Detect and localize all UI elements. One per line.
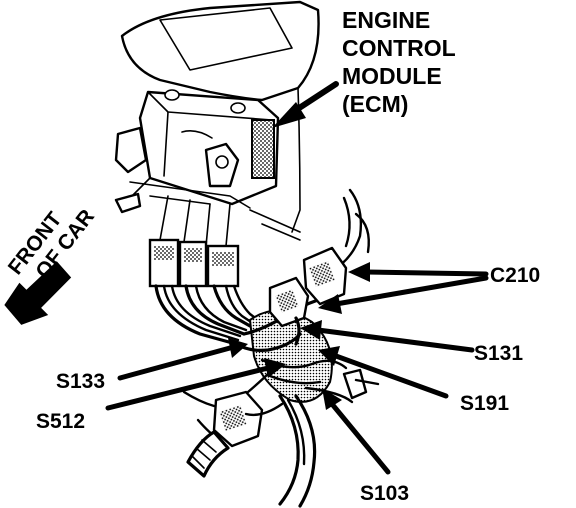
screw-icon <box>164 89 180 101</box>
s512-label: S512 <box>36 410 85 433</box>
ecm-label-line-2: CONTROL <box>342 35 456 61</box>
ecm-module <box>114 89 280 214</box>
ecm-label-line-4: (ECM) <box>342 91 408 117</box>
ecm-harness-connectors <box>148 238 240 288</box>
s191-label: S191 <box>460 392 509 415</box>
c210-connectors <box>268 188 370 346</box>
c210-label: C210 <box>490 264 540 287</box>
s103-label: S103 <box>360 482 409 505</box>
screw-icon <box>230 102 246 114</box>
wire-bundles <box>154 284 260 346</box>
s133-label: S133 <box>56 370 105 393</box>
connector-guides <box>159 195 231 247</box>
s131-label: S131 <box>474 342 523 365</box>
ecm-connector-socket <box>251 119 275 179</box>
lower-harness <box>182 368 380 508</box>
dashboard-panel <box>120 0 320 241</box>
ecm-label: ENGINE CONTROL MODULE (ECM) <box>342 7 456 117</box>
front-of-car-arrow-icon <box>4 261 72 325</box>
clip-icon <box>342 368 368 400</box>
ecm-label-line-3: MODULE <box>342 63 442 89</box>
leader-arrows <box>105 81 489 475</box>
front-of-car-label: FRONT OF CAR <box>4 205 99 283</box>
ecm-label-line-1: ENGINE <box>342 7 430 33</box>
